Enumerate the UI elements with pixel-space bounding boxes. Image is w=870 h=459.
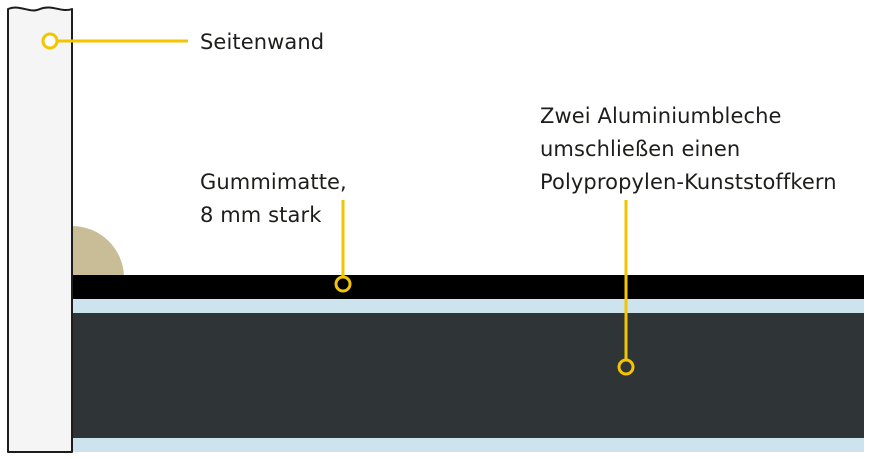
aluminium-label: Zwei Aluminiumbleche umschließen einen P… — [540, 100, 837, 199]
side-wall-callout-dot — [41, 32, 59, 50]
aluminium-label-line1: Zwei Aluminiumbleche — [540, 104, 782, 128]
rubber-mat-callout-dot — [334, 275, 352, 293]
rubber-mat-layer — [72, 275, 864, 299]
side-wall-label-text: Seitenwand — [200, 30, 325, 54]
side-wall — [7, 6, 73, 453]
corner-fillet — [72, 225, 124, 276]
aluminium-callout-dot — [617, 358, 635, 376]
aluminium-label-line2: umschließen einen — [540, 137, 741, 161]
rubber-mat-label: Gummimatte, 8 mm stark — [200, 166, 347, 232]
rubber-mat-label-line2: 8 mm stark — [200, 203, 322, 227]
polypropylene-core — [72, 313, 864, 438]
rubber-mat-label-line1: Gummimatte, — [200, 170, 347, 194]
aluminium-label-line3: Polypropylen-Kunststoffkern — [540, 170, 837, 194]
side-wall-label: Seitenwand — [200, 26, 324, 59]
aluminium-sheet-top — [72, 299, 864, 313]
aluminium-sheet-bottom — [72, 438, 864, 452]
